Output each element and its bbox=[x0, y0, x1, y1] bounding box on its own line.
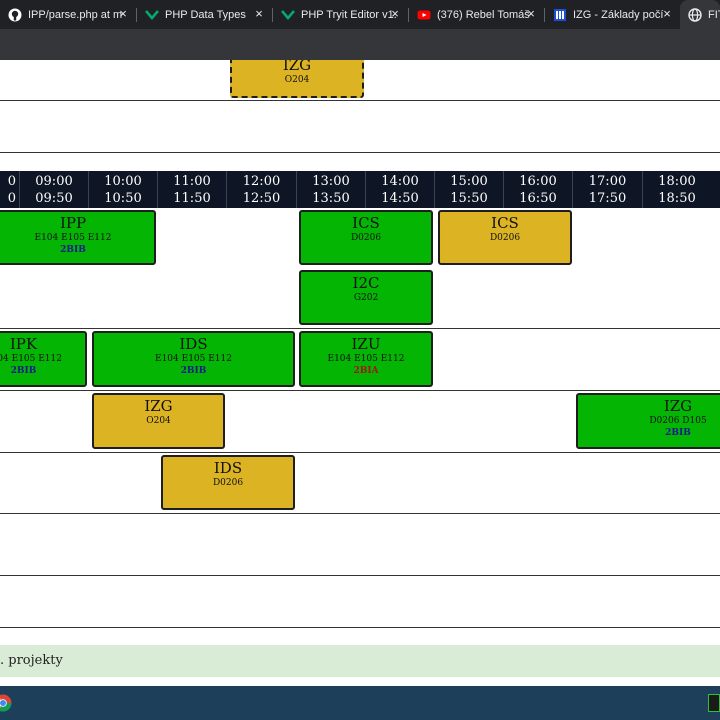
browser-tab-strip: IPP/parse.php at m × PHP Data Types × PH… bbox=[0, 0, 720, 29]
course-block-ics-exercise[interactable]: ICS D0206 bbox=[438, 210, 572, 265]
close-icon[interactable]: × bbox=[663, 6, 671, 21]
course-name: IZU bbox=[351, 335, 381, 353]
close-icon[interactable]: × bbox=[119, 6, 127, 21]
close-icon[interactable]: × bbox=[527, 6, 535, 21]
w3schools-icon bbox=[281, 8, 295, 22]
youtube-icon bbox=[417, 8, 431, 22]
tab-separator bbox=[136, 8, 137, 22]
row-divider bbox=[0, 100, 720, 101]
course-rooms: O204 bbox=[284, 75, 310, 85]
course-block-ics-lecture[interactable]: ICS D0206 bbox=[299, 210, 433, 265]
course-name: IDS bbox=[179, 335, 208, 353]
course-block-izg-exercise[interactable]: IZG O204 bbox=[92, 393, 225, 449]
tab-php-tryit-editor[interactable]: PHP Tryit Editor v1. × bbox=[273, 0, 408, 29]
course-group: 2BIB bbox=[10, 366, 37, 376]
course-rooms: D0206 bbox=[350, 233, 382, 243]
course-rooms: E104 E105 E112 bbox=[0, 354, 62, 364]
tab-title: PHP Data Types bbox=[165, 8, 246, 21]
browser-toolbar bbox=[0, 29, 720, 60]
course-block-ids-exercise[interactable]: IDS D0206 bbox=[161, 455, 295, 510]
course-name: IDS bbox=[213, 459, 243, 477]
row-divider bbox=[0, 390, 720, 391]
course-name: ICS bbox=[491, 214, 519, 232]
tab-fit-active[interactable]: FIT bbox=[680, 0, 720, 29]
course-block-ipk[interactable]: IPK E104 E105 E112 2BIB bbox=[0, 331, 87, 387]
row-divider bbox=[0, 452, 720, 453]
course-group: 2BIB bbox=[180, 366, 207, 376]
tray-app-icon[interactable] bbox=[708, 694, 720, 712]
course-rooms: E104 E105 E112 bbox=[155, 354, 232, 364]
row-divider bbox=[0, 328, 720, 329]
course-name: I2C bbox=[352, 274, 380, 292]
fit-icon bbox=[553, 8, 567, 22]
close-icon[interactable]: × bbox=[255, 6, 263, 21]
course-name: ICS bbox=[352, 214, 380, 232]
tab-ipp-parse[interactable]: IPP/parse.php at m × bbox=[0, 0, 136, 29]
globe-icon bbox=[688, 7, 702, 22]
tab-title: PHP Tryit Editor v1. bbox=[301, 8, 397, 21]
course-group: 2BIB bbox=[665, 428, 691, 438]
tab-izg[interactable]: IZG - Základy počí × bbox=[545, 0, 680, 29]
row-divider bbox=[0, 513, 720, 514]
course-name: IZG bbox=[282, 60, 312, 74]
course-rooms: O204 bbox=[146, 416, 171, 426]
w3schools-icon bbox=[145, 8, 159, 22]
course-name: IZG bbox=[663, 397, 693, 415]
course-rooms: D0206 D105 bbox=[649, 416, 707, 426]
projects-notice[interactable]: . projekty bbox=[0, 645, 720, 677]
row-divider bbox=[0, 152, 720, 153]
course-block-ids-lecture[interactable]: IDS E104 E105 E112 2BIB bbox=[92, 331, 295, 387]
course-group: 2BIB bbox=[60, 245, 86, 255]
tab-separator bbox=[408, 8, 409, 22]
tab-title: IPP/parse.php at m bbox=[28, 8, 123, 21]
tab-separator bbox=[544, 8, 545, 22]
course-block-i2c[interactable]: I2C G202 bbox=[299, 270, 433, 325]
row-divider bbox=[0, 627, 720, 628]
course-rooms: E104 E105 E112 bbox=[34, 233, 112, 243]
course-rooms: G202 bbox=[353, 293, 379, 303]
course-block-izu[interactable]: IZU E104 E105 E112 2BIA bbox=[299, 331, 433, 387]
course-group: 2BIA bbox=[353, 366, 379, 376]
close-icon[interactable]: × bbox=[391, 6, 399, 21]
course-rooms: D0206 bbox=[212, 478, 244, 488]
notice-text: . projekty bbox=[0, 653, 63, 668]
tab-youtube[interactable]: (376) Rebel Tomáš × bbox=[409, 0, 544, 29]
github-icon bbox=[8, 8, 22, 22]
tab-title: IZG - Základy počí bbox=[573, 8, 664, 21]
course-rooms: D0206 bbox=[489, 233, 521, 243]
tab-title: FIT bbox=[708, 8, 720, 21]
course-name: IZG bbox=[144, 397, 173, 415]
chrome-icon[interactable] bbox=[0, 694, 12, 712]
course-block-izg-lecture[interactable]: IZG D0206 D105 2BIB bbox=[576, 393, 720, 449]
tab-separator bbox=[272, 8, 273, 22]
course-name: IPK bbox=[9, 335, 38, 353]
course-name: IPP bbox=[59, 214, 87, 232]
course-block-ipp[interactable]: IPP E104 E105 E112 2BIB bbox=[0, 210, 156, 265]
os-taskbar bbox=[0, 686, 720, 720]
course-rooms: E104 E105 E112 bbox=[327, 354, 405, 364]
tab-title: (376) Rebel Tomáš bbox=[437, 8, 530, 21]
tab-php-data-types[interactable]: PHP Data Types × bbox=[137, 0, 272, 29]
row-divider bbox=[0, 575, 720, 576]
course-block-izg-top[interactable]: IZG O204 bbox=[230, 60, 364, 98]
